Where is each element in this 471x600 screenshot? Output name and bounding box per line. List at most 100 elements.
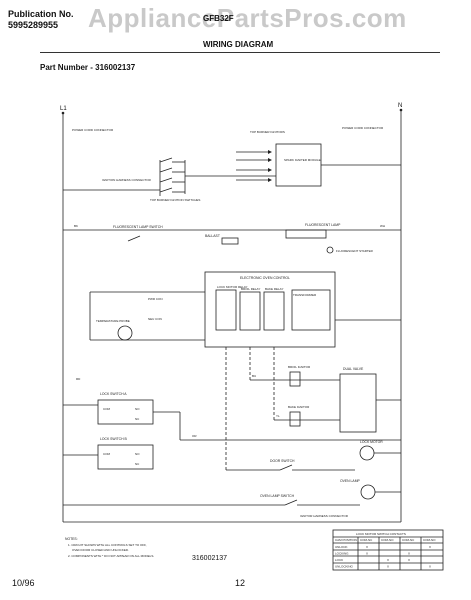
wire-bu-label: BU xyxy=(252,374,256,378)
fluorescent-starter xyxy=(326,246,334,254)
neu-con-label: NEU CON xyxy=(148,317,162,321)
lock-table-cell: X xyxy=(429,545,431,549)
door-switch-label: DOOR SWITCH xyxy=(270,459,295,463)
lock-switch-a-label: LOCK SWITCH A xyxy=(100,392,127,396)
lock-table-header: COM-NO xyxy=(423,538,436,542)
broil-ignitor xyxy=(289,371,301,387)
oven-control-box xyxy=(204,271,336,348)
power-cord-left-label: POWER CORD CONNECTOR xyxy=(72,128,114,132)
door-switch xyxy=(279,464,293,471)
notes-line-1: 1. CIRCUIT SHOWN WITH ALL CONTROLS SET T… xyxy=(68,543,147,547)
fluorescent-lamp-label: FLUORESCENT LAMP xyxy=(305,223,341,227)
lock-switch-b xyxy=(97,444,154,470)
title-rule xyxy=(40,52,440,53)
line-terminal-dot xyxy=(61,111,65,115)
lock-table-cell: X xyxy=(387,565,389,569)
line-terminal-label: L1 xyxy=(60,106,67,112)
lock-table-cell: X xyxy=(366,545,368,549)
ballast xyxy=(221,237,239,245)
wire-or-label: OR xyxy=(192,434,197,438)
bake-ignitor-label: BAKE IGNITOR xyxy=(288,405,310,409)
publication-number: 5995289955 xyxy=(8,20,59,30)
ignition-harness-label: IGNITION HARNESS CONNECTOR xyxy=(102,178,152,182)
notes-line-2: 2. COMPONENTS WITH * DO NOT APPEAR ON AL… xyxy=(68,554,154,558)
control-title: ELECTRONIC OVEN CONTROL xyxy=(240,276,290,280)
spark-module xyxy=(275,143,322,187)
lock-table-header: CAM POSITION xyxy=(335,538,357,542)
publication-block: Publication No. 5995289955 xyxy=(8,9,74,31)
lock-motor xyxy=(359,445,375,461)
oven-lamp xyxy=(360,484,376,500)
lock-a-no: NO xyxy=(135,407,140,411)
ignitor-harness-label: IGNITOR HARNESS CONNECTOR xyxy=(300,514,349,518)
lock-table-header: COM-NO xyxy=(381,538,394,542)
oven-lamp-switch xyxy=(284,499,298,506)
pwr-con-label: PWR CON xyxy=(148,297,163,301)
lock-table-title: LOCK MOTOR SWITCH CONTACTS xyxy=(356,532,406,536)
oven-lamp-switch-label: OVEN LAMP SWITCH xyxy=(260,494,295,498)
top-burner-switches-label: TOP BURNER IGNITION SWITCHES xyxy=(150,198,200,202)
part-number: Part Number - 316002137 xyxy=(40,63,136,72)
lock-table-cell: X xyxy=(387,558,389,562)
power-cord-right-label: POWER CORD CONNECTOR xyxy=(342,126,384,130)
lock-switch-a xyxy=(97,399,154,425)
wire-rd-label: RD xyxy=(76,377,81,381)
footer-page: 12 xyxy=(235,578,246,588)
dual-valve xyxy=(339,373,377,433)
lock-b-no: NO xyxy=(135,452,140,456)
fluorescent-lamp xyxy=(285,229,327,239)
oven-lamp-label: OVEN LAMP xyxy=(340,479,361,483)
dual-valve-label: DUAL VALVE xyxy=(343,367,364,371)
lock-b-nc: NC xyxy=(135,462,140,466)
spark-module-label: SPARK IGNITER MODULE xyxy=(284,158,321,162)
publication-label: Publication No. xyxy=(8,9,74,19)
lock-table-header: COM-NC xyxy=(402,538,415,542)
lock-relay-label: LOCK MOTOR RELAY xyxy=(217,285,248,289)
temperature-probe xyxy=(117,325,133,341)
lock-a-nc: NC xyxy=(135,417,140,421)
lock-table-cell: UNLOCKING xyxy=(335,565,354,569)
transformer xyxy=(291,289,331,331)
transformer-label: TRANSFORMER xyxy=(293,293,317,297)
fluorescent-switch xyxy=(127,235,141,242)
bake-ignitor xyxy=(289,411,301,427)
section-title: WIRING DIAGRAM xyxy=(203,40,274,49)
lock-motor-label: LOCK MOTOR xyxy=(360,440,383,444)
neutral-terminal-dot xyxy=(399,108,403,112)
wire-wh-label: WH xyxy=(380,224,385,228)
lock-switch-b-label: LOCK SWITCH B xyxy=(100,437,127,441)
lock-table-cell: LOCK xyxy=(335,558,343,562)
lock-motor-relay xyxy=(215,289,237,331)
broil-ignitor-label: BROIL IGNITOR xyxy=(288,365,311,369)
lock-table-header: COM-NC xyxy=(360,538,373,542)
fluorescent-starter-label: FLUORESCENT STARTER xyxy=(336,249,374,253)
notes-title: NOTES: xyxy=(65,537,78,541)
ballast-label: BALLAST xyxy=(205,234,220,238)
drawing-number: 316002137 xyxy=(192,555,227,562)
broil-relay-label: BROIL RELAY xyxy=(241,287,260,291)
lock-table-cell: X xyxy=(408,558,410,562)
notes-line-1b: OVEN DOOR CLOSED AND UNLOCKED. xyxy=(72,548,129,552)
lock-table-cell: LOCKING xyxy=(335,552,349,556)
lock-table-cell: X xyxy=(408,552,410,556)
wire-yl-label: YL xyxy=(276,414,280,418)
lock-table-cell: X xyxy=(366,552,368,556)
fluorescent-switch-label: FLUORESCENT LAMP SWITCH xyxy=(113,225,163,229)
neutral-terminal-label: N xyxy=(398,103,402,109)
ignitor-arrows xyxy=(236,150,272,182)
lock-table-cell: UNLOCK xyxy=(335,545,348,549)
model-number: GFB32F xyxy=(203,14,234,23)
lock-a-com: COM xyxy=(103,407,111,411)
bake-relay-label: BAKE RELAY xyxy=(265,287,283,291)
temperature-probe-label: TEMPERATURE PROBE xyxy=(96,319,130,323)
broil-relay xyxy=(239,291,261,331)
lock-b-com: COM xyxy=(103,452,111,456)
footer-date: 10/96 xyxy=(12,578,35,588)
bake-relay xyxy=(263,291,285,331)
watermark-text: AppliancePartsPros.com xyxy=(88,3,407,33)
lock-table-cell: X xyxy=(429,565,431,569)
top-burner-switches xyxy=(159,157,186,194)
